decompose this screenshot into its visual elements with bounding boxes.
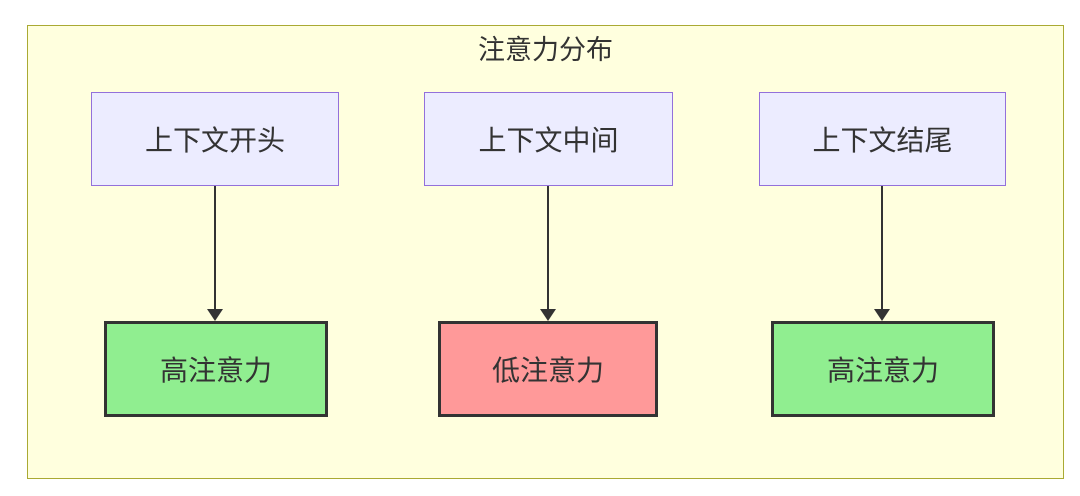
node-context-middle-label: 上下文中间	[478, 125, 619, 156]
attention-distribution-cluster: 注意力分布 上下文开头 上下文中间 上下文结尾 高注意力 低注意力	[27, 25, 1064, 479]
edge-end-to-high	[874, 186, 890, 321]
node-context-start-label: 上下文开头	[144, 125, 285, 156]
node-context-start: 上下文开头	[91, 92, 339, 186]
node-low-attention-middle: 低注意力	[438, 321, 658, 417]
edge-line	[214, 186, 216, 309]
node-context-end: 上下文结尾	[759, 92, 1006, 186]
arrowhead-down-icon	[874, 309, 890, 321]
node-high-attention-right: 高注意力	[771, 321, 995, 417]
node-context-end-label: 上下文结尾	[812, 125, 953, 156]
cluster-title: 注意力分布	[478, 35, 613, 65]
node-high-attention-left-label: 高注意力	[159, 355, 272, 386]
node-low-attention-middle-label: 低注意力	[491, 355, 604, 386]
node-context-middle: 上下文中间	[424, 92, 673, 186]
edge-line	[547, 186, 549, 309]
edge-start-to-high	[207, 186, 223, 321]
edge-line	[881, 186, 883, 309]
node-high-attention-left: 高注意力	[104, 321, 328, 417]
node-high-attention-right-label: 高注意力	[826, 355, 939, 386]
arrowhead-down-icon	[540, 309, 556, 321]
edge-middle-to-low	[540, 186, 556, 321]
arrowhead-down-icon	[207, 309, 223, 321]
